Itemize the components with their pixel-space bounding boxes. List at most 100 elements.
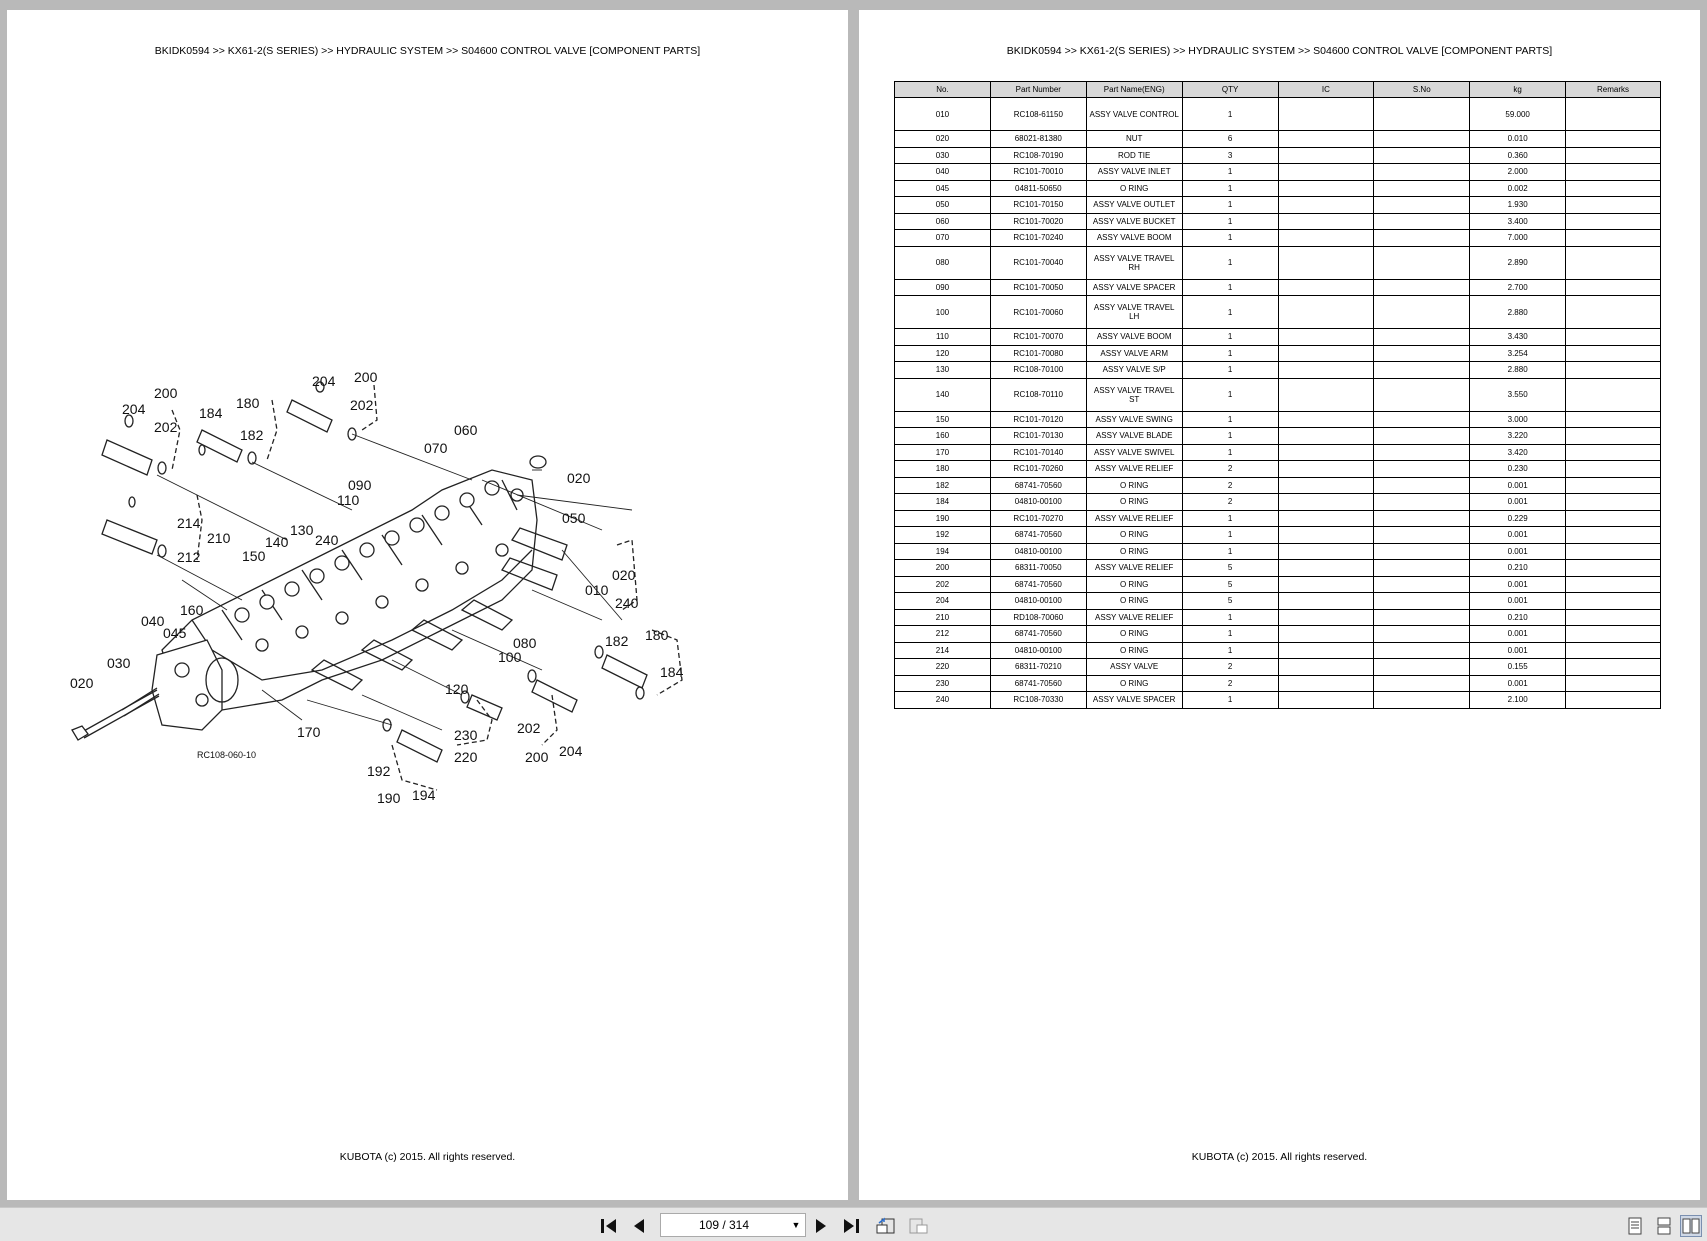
cell-part-name: ROD TIE	[1085, 146, 1183, 164]
continuous-view-icon	[1657, 1217, 1671, 1235]
prev-page-button[interactable]	[628, 1215, 650, 1237]
diagram-callout: 080	[513, 635, 537, 651]
col-header-kg: kg	[1469, 81, 1567, 98]
cell-remarks	[1565, 575, 1661, 593]
cell-part-number: 68311-70210	[989, 658, 1087, 676]
cell-qty: 1	[1181, 229, 1279, 247]
diagram-code: RC108-060-10	[197, 750, 256, 760]
next-page-icon	[816, 1219, 826, 1233]
diagram-callout: 204	[122, 401, 146, 417]
cell-no: 060	[894, 212, 991, 230]
cell-sno	[1373, 427, 1471, 445]
cell-ic	[1277, 691, 1375, 709]
cell-sno	[1373, 179, 1471, 197]
cell-part-number: 04810-00100	[989, 592, 1087, 610]
last-page-button[interactable]	[840, 1215, 862, 1237]
cell-remarks	[1565, 196, 1661, 214]
diagram-callout: 020	[612, 567, 636, 583]
cell-no: 230	[894, 674, 991, 692]
cell-no: 010	[894, 97, 991, 131]
cell-sno	[1373, 542, 1471, 560]
cell-kg: 3.430	[1469, 328, 1567, 346]
cell-no: 192	[894, 526, 991, 544]
diagram-callout: 045	[163, 625, 187, 641]
cell-no: 020	[894, 130, 991, 148]
parts-table: No. Part Number Part Name(ENG) QTY IC S.…	[894, 81, 1661, 709]
cell-qty: 6	[1181, 130, 1279, 148]
single-page-view-button[interactable]	[1624, 1215, 1646, 1237]
cell-qty: 2	[1181, 493, 1279, 511]
cell-kg: 59.000	[1469, 97, 1567, 131]
cell-part-name: ASSY VALVE RELIEF	[1085, 460, 1183, 478]
cell-remarks	[1565, 212, 1661, 230]
cell-kg: 7.000	[1469, 229, 1567, 247]
cell-part-name: ASSY VALVE ARM	[1085, 344, 1183, 362]
diagram-callout: 120	[445, 681, 469, 697]
cell-ic	[1277, 608, 1375, 626]
diagram-callout: 202	[350, 397, 374, 413]
cell-no: 030	[894, 146, 991, 164]
cell-part-number: 68021-81380	[989, 130, 1087, 148]
first-page-button[interactable]	[598, 1215, 620, 1237]
cell-kg: 3.400	[1469, 212, 1567, 230]
cell-remarks	[1565, 625, 1661, 643]
cell-no: 200	[894, 559, 991, 577]
cell-sno	[1373, 295, 1471, 329]
cell-sno	[1373, 658, 1471, 676]
col-header-part-number: Part Number	[989, 81, 1087, 98]
cell-remarks	[1565, 361, 1661, 379]
diagram-callout: 184	[660, 664, 684, 680]
diagram-callout: 204	[559, 743, 583, 759]
cell-qty: 5	[1181, 559, 1279, 577]
cell-part-name: O RING	[1085, 476, 1183, 494]
cell-part-number: RC108-61150	[989, 97, 1087, 131]
cell-sno	[1373, 493, 1471, 511]
cell-part-number: RC101-70060	[989, 295, 1087, 329]
cell-part-name: ASSY VALVE BOOM	[1085, 328, 1183, 346]
cell-sno	[1373, 278, 1471, 296]
cell-sno	[1373, 361, 1471, 379]
continuous-view-button[interactable]	[1653, 1215, 1675, 1237]
diagram-callout: 170	[297, 724, 321, 740]
cell-qty: 2	[1181, 658, 1279, 676]
cell-ic	[1277, 196, 1375, 214]
cell-remarks	[1565, 179, 1661, 197]
cell-no: 194	[894, 542, 991, 560]
cell-part-name: ASSY VALVE TRAVEL ST	[1085, 377, 1183, 412]
page-footer: KUBOTA (c) 2015. All rights reserved.	[1191, 1151, 1368, 1163]
next-page-button[interactable]	[810, 1215, 832, 1237]
cell-no: 190	[894, 509, 991, 527]
cell-part-number: RD108-70060	[989, 608, 1087, 626]
diagram-callout: 204	[312, 373, 336, 389]
chevron-down-icon[interactable]: ▼	[791, 1220, 801, 1230]
cell-kg: 0.001	[1469, 641, 1567, 659]
cell-part-number: RC108-70330	[989, 691, 1087, 709]
page-number-field[interactable]: 109 / 314 ▼	[660, 1213, 806, 1237]
diagram-callout: 110	[337, 492, 360, 508]
two-page-view-button[interactable]	[1680, 1215, 1702, 1237]
cell-part-name: ASSY VALVE BUCKET	[1085, 212, 1183, 230]
cell-part-name: ASSY VALVE TRAVEL RH	[1085, 245, 1183, 280]
cell-no: 080	[894, 245, 991, 280]
cell-kg: 0.210	[1469, 559, 1567, 577]
diagram-callout: 240	[315, 532, 339, 548]
col-header-sno: S.No	[1373, 81, 1471, 98]
cell-qty: 1	[1181, 691, 1279, 709]
cell-kg: 0.001	[1469, 476, 1567, 494]
cell-no: 202	[894, 575, 991, 593]
cell-qty: 5	[1181, 592, 1279, 610]
cell-part-name: O RING	[1085, 493, 1183, 511]
go-forward-button[interactable]	[907, 1215, 929, 1237]
cell-ic	[1277, 559, 1375, 577]
cell-ic	[1277, 410, 1375, 428]
go-back-button[interactable]	[875, 1215, 897, 1237]
cell-remarks	[1565, 443, 1661, 461]
